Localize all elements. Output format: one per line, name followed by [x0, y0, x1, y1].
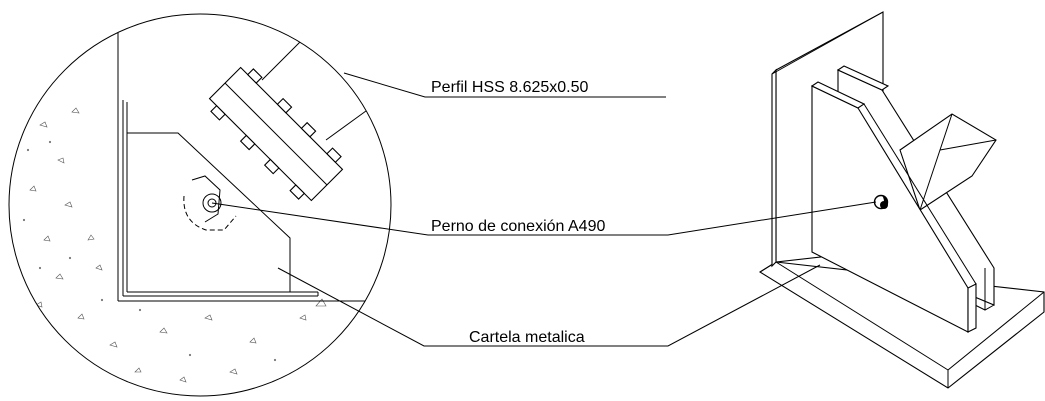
detail-circle-view [8, 13, 392, 397]
clevis-pin [183, 175, 237, 231]
leader-gusset [277, 264, 821, 347]
label-gusset-plate: Cartela metalica [469, 329, 585, 346]
bolt-group [210, 68, 342, 200]
leader-lines [211, 72, 877, 347]
concrete-hatching [22, 107, 327, 383]
end-plate-connection [208, 66, 344, 202]
iso-hss-stub [899, 113, 997, 211]
leader-bolt-left [211, 201, 877, 236]
steel-angle-base [122, 100, 319, 297]
isometric-view [758, 11, 1045, 389]
iso-bolt-marker [873, 194, 889, 210]
leader-profile [343, 72, 666, 98]
label-connection-bolt: Perno de conexión A490 [431, 218, 605, 235]
label-hss-profile: Perfil HSS 8.625x0.50 [431, 79, 589, 96]
gusset-plate [127, 132, 291, 292]
detail-circle-outline [8, 13, 392, 397]
